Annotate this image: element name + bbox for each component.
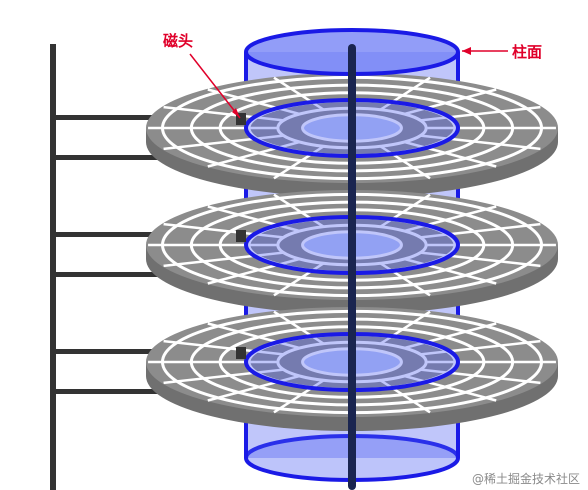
sector-line: [207, 257, 300, 285]
cylinder-label: 柱面: [512, 43, 542, 61]
head-arm: [50, 115, 242, 120]
platter-stack: [50, 52, 558, 458]
watermark: @稀土掘金技术社区: [472, 471, 580, 486]
sector-line: [420, 339, 541, 356]
sector-line: [404, 140, 497, 168]
head-pointer-arrowhead: [232, 108, 240, 118]
head-arm: [50, 272, 170, 277]
head-arm: [50, 389, 170, 394]
sector-line: [420, 134, 541, 151]
sector-line: [379, 262, 431, 297]
sector-line: [273, 76, 325, 111]
sector-line: [207, 88, 300, 116]
sector-line: [420, 105, 541, 122]
sector-line: [163, 105, 284, 122]
read-write-head: [236, 113, 246, 125]
platter-3: [50, 307, 558, 431]
sector-line: [273, 145, 325, 180]
sector-line: [379, 379, 431, 414]
read-write-head: [236, 230, 246, 242]
sector-line: [163, 339, 284, 356]
sector-line: [273, 193, 325, 228]
sector-line: [379, 310, 431, 345]
sector-line: [163, 251, 284, 268]
sector-line: [404, 322, 497, 350]
sector-line: [273, 262, 325, 297]
sector-line: [379, 145, 431, 180]
sector-line: [420, 222, 541, 239]
head-label: 磁头: [163, 32, 193, 50]
sector-line: [207, 205, 300, 233]
sector-line: [404, 88, 497, 116]
head-arm: [50, 349, 242, 354]
sector-line: [163, 222, 284, 239]
cylinder-pointer-arrowhead: [462, 47, 471, 55]
sector-line: [273, 379, 325, 414]
spindle: [348, 44, 356, 490]
sector-line: [163, 134, 284, 151]
sector-line: [379, 76, 431, 111]
platter-2: [50, 190, 558, 314]
head-arm: [50, 155, 170, 160]
sector-line: [207, 374, 300, 402]
head-arm: [50, 232, 242, 237]
sector-line: [420, 251, 541, 268]
sector-line: [163, 368, 284, 385]
actuator-post: [50, 44, 56, 490]
sector-line: [404, 205, 497, 233]
sector-line: [207, 140, 300, 168]
head-label-pointer: [189, 53, 241, 119]
sector-line: [207, 322, 300, 350]
sector-line: [420, 368, 541, 385]
read-write-head: [236, 347, 246, 359]
sector-line: [273, 310, 325, 345]
platter-1: [50, 73, 558, 197]
sector-line: [404, 374, 497, 402]
sector-line: [379, 193, 431, 228]
sector-line: [404, 257, 497, 285]
